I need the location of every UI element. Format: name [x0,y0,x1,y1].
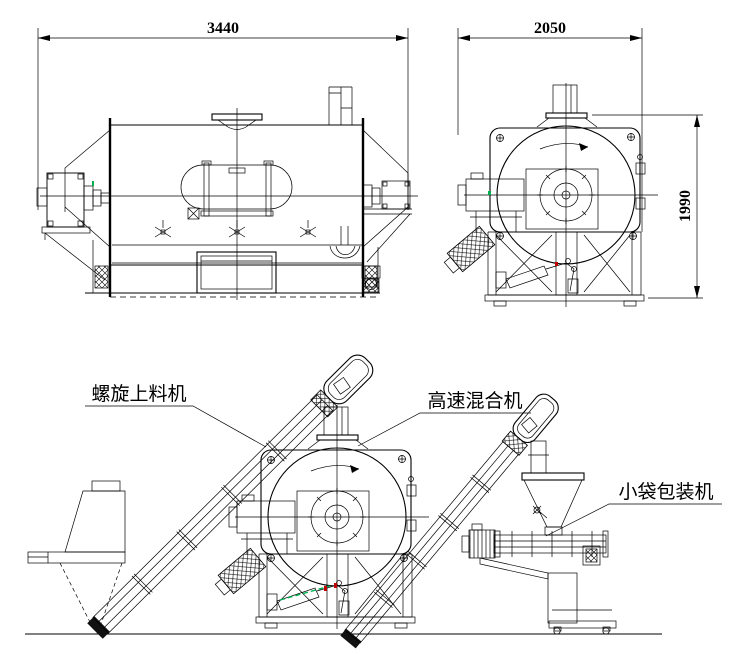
bag-packing-machine [461,440,617,635]
label-text-mixer: 高速混合机 [427,390,522,412]
cylinder-marker-red [324,586,327,591]
dimension-text-3440: 3440 [207,20,239,37]
system-view-drawing: 螺旋上料机 高速混合机 小袋包装机 [25,349,722,651]
label-screw-feeder: 螺旋上料机 [85,383,267,448]
cylinder-rod-green [279,585,331,601]
dimension-3440: 3440 [37,20,409,210]
cylinder-marker-red [334,583,337,588]
label-text-screw-feeder: 螺旋上料机 [91,383,186,405]
screw-conveyor-discharge [337,389,563,651]
dimension-2050: 2050 [457,20,643,232]
mixer-front-view [211,404,430,630]
mixer-end-view [440,82,659,308]
side-view-drawing: 3440 [36,20,418,300]
agitator-paddles [154,220,317,238]
cylinder-marker-red [555,262,558,266]
label-bag-packer: 小袋包装机 [545,481,722,537]
mixer-side-view [36,86,418,300]
end-view-drawing: 2050 1990 [440,20,703,308]
snap-marker-green [488,191,491,195]
dimension-text-1990: 1990 [677,190,694,222]
feed-hopper [27,480,126,629]
dimension-text-2050: 2050 [534,20,566,37]
label-text-bag-packer: 小袋包装机 [618,481,713,503]
dimension-1990: 1990 [592,114,703,299]
snap-marker-green [92,181,94,186]
label-mixer: 高速混合机 [357,390,531,447]
